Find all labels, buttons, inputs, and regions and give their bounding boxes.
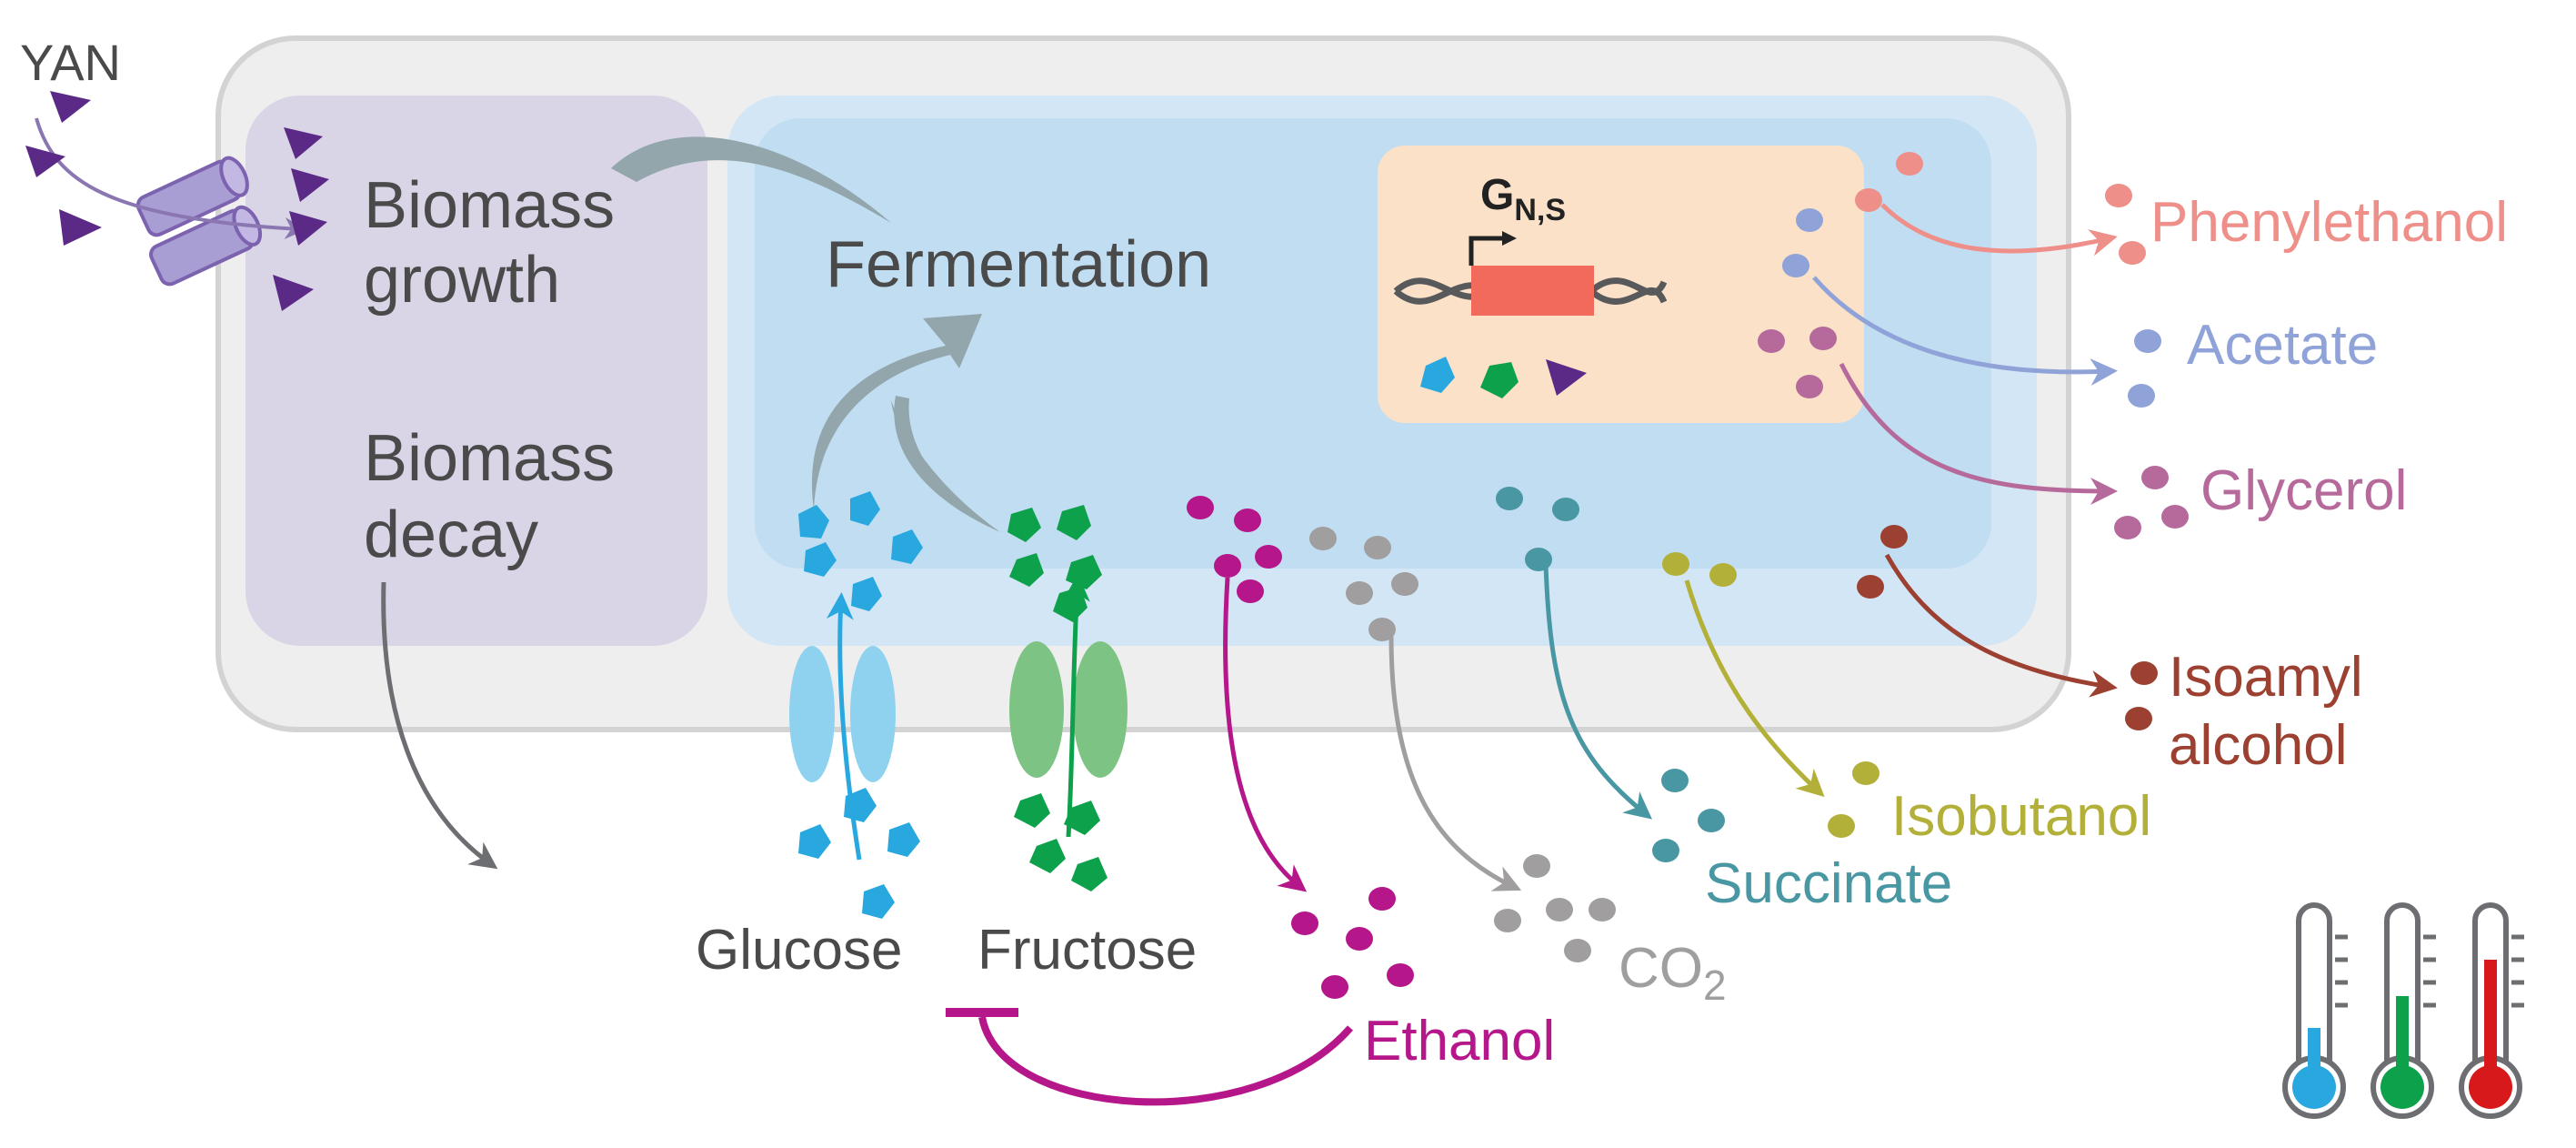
gene-label-main: G: [1480, 171, 1514, 219]
yan-molecules: [25, 91, 329, 311]
biomass-decay-label: Biomass decay: [364, 422, 633, 571]
isobutanol-export-arrow: [1684, 579, 1825, 798]
ethanol-outer-molecules: [1291, 887, 1414, 999]
thermometer-cold-icon: [2282, 902, 2348, 1119]
ethanol-inhibition-arc: [978, 1016, 1354, 1106]
phenylethanol-inner-molecules: [1855, 152, 1923, 212]
co2-export-arrow: [1388, 636, 1522, 891]
acetate-inner-molecules: [1782, 208, 1823, 277]
glycerol-inner-molecules: [1758, 327, 1837, 398]
glucose-molecules: [798, 491, 923, 919]
ethanol-inner-molecules: [1187, 496, 1282, 603]
thermometer-hot-icon: [2459, 902, 2524, 1119]
co2-label-main: CO: [1619, 937, 1703, 1000]
yan-uptake-arrow: [35, 117, 307, 240]
phenylethanol-export-arrow: [1880, 203, 2118, 257]
isoamyl-outer-molecules: [2125, 661, 2158, 730]
ethanol-label: Ethanol: [1364, 1010, 1555, 1072]
phenylethanol-outer-molecules: [2105, 184, 2146, 265]
gene-label-sub: N,S: [1514, 193, 1566, 227]
isoamyl-label-line1: Isoamyl: [2169, 646, 2363, 709]
fermentation-label: Fermentation: [826, 228, 1211, 301]
succinate-export-arrow: [1543, 563, 1652, 820]
co2-inner-molecules: [1309, 527, 1418, 641]
isoamyl-inner-molecules: [1857, 525, 1908, 599]
gene-box-fructose-icon: [1480, 362, 1519, 398]
isoamyl-label-line2: alcohol: [2169, 714, 2347, 777]
sugar-to-fermentation-arrow-right-body: [894, 396, 1000, 532]
biomass-compartment: [246, 96, 707, 646]
glycerol-export-arrow: [1839, 362, 2118, 505]
growth-to-fermentation-arrow: [611, 136, 891, 223]
isoamyl-label: Isoamyl alcohol: [2169, 646, 2379, 777]
acetate-outer-molecules: [2128, 329, 2161, 408]
ethanol-export-arrow: [1223, 577, 1308, 892]
glycerol-outer-molecules: [2114, 466, 2189, 539]
isobutanol-label: Isobutanol: [1891, 785, 2151, 848]
biomass-decay-line1: Biomass: [364, 422, 615, 495]
co2-outer-molecules: [1494, 854, 1616, 962]
yan-transporter-icon: [135, 156, 263, 287]
gene-promoter-icon: [1393, 231, 1668, 316]
biomass-growth-label: Biomass growth: [364, 169, 633, 317]
yan-label: YAN: [20, 34, 121, 91]
fructose-transporter-icon: [1009, 641, 1128, 778]
succinate-label: Succinate: [1705, 852, 1952, 915]
biomass-growth-line2: growth: [364, 244, 560, 317]
glucose-uptake-arrow: [826, 592, 862, 861]
gene-box-glucose-icon: [1420, 357, 1455, 393]
biomass-decay-arrow: [381, 581, 498, 870]
biomass-growth-line1: Biomass: [364, 169, 615, 242]
co2-label: CO2: [1619, 937, 1727, 1009]
isobutanol-outer-molecules: [1828, 761, 1879, 838]
acetate-label: Acetate: [2187, 314, 2378, 377]
glucose-label: Glucose: [696, 919, 902, 982]
succinate-outer-molecules: [1652, 769, 1725, 862]
gene-label: GN,S: [1480, 171, 1566, 227]
phenylethanol-label: Phenylethanol: [2150, 191, 2508, 254]
gene-box-yan-icon: [1546, 359, 1587, 396]
isoamyl-export-arrow: [1884, 553, 2118, 698]
isobutanol-inner-molecules: [1662, 552, 1737, 587]
fructose-molecules: [1007, 505, 1108, 891]
biomass-decay-line2: decay: [364, 498, 538, 571]
acetate-export-arrow: [1812, 276, 2118, 386]
glucose-transporter-icon: [789, 646, 896, 782]
glycerol-label: Glycerol: [2200, 459, 2407, 522]
co2-label-sub: 2: [1703, 962, 1727, 1009]
sugar-to-fermentation-arrow-left: [811, 314, 982, 509]
thermometer-medium-icon: [2371, 902, 2436, 1119]
fructose-label: Fructose: [977, 919, 1197, 982]
